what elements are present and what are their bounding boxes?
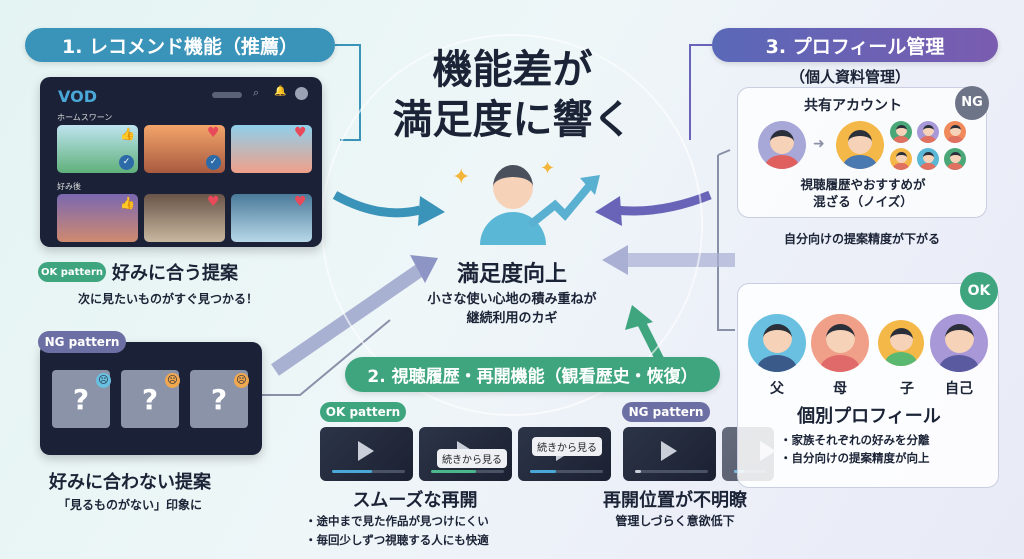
progress-fill [431, 470, 477, 473]
row-label-2: 好み後 [57, 182, 81, 191]
sad-face-icon: ☹ [165, 373, 180, 388]
heart-icon: ♥ [294, 194, 307, 210]
user-avatar [917, 148, 939, 170]
trend-up-arrow-icon [527, 175, 600, 229]
ng-title: 好みに合わない提案 [49, 472, 211, 493]
video-thumbnail[interactable] [144, 194, 225, 242]
user-avatar [890, 121, 912, 143]
family-member-avatar[interactable] [748, 314, 806, 372]
family-member-label: 自己 [945, 381, 973, 397]
avatar[interactable] [295, 87, 308, 100]
resume-tooltip[interactable]: 続きから見る [532, 437, 602, 456]
video-player-thumbnail[interactable]: 続きから見る [419, 427, 512, 481]
profile-bullet: ・家族それぞれの好みを分離 [780, 433, 930, 447]
section3-subtitle: （個人資料管理） [789, 68, 910, 86]
title-line-2: 満足度に響く [392, 97, 633, 143]
ng-mockup: ? ? ? ☹ ☹ ☹ [40, 342, 262, 455]
video-thumbnail[interactable] [57, 194, 138, 242]
resume-tooltip[interactable]: 続きから見る [437, 449, 507, 468]
ok-pattern-pill: OK pattern [320, 402, 406, 422]
center-sub-2: 継続利用のカギ [466, 311, 558, 326]
ok-title: 好みに合う提案 [112, 263, 238, 284]
check-icon: ✓ [119, 155, 134, 170]
ok-title: スムーズな再開 [352, 490, 478, 511]
ng-pattern-pill: NG pattern [622, 402, 710, 422]
check-icon: ✓ [206, 155, 221, 170]
video-player-thumbnail[interactable]: 続きから見る [518, 427, 611, 481]
individual-profile-card: 父 母 子 自己 個別プロフィール ・家族それぞれの好みを分離 ・自分向けの提案精度が… [737, 283, 999, 488]
profile-title: 個別プロフィール [797, 406, 941, 427]
shared-account-card: NG 共有アカウント ➜ 視聴履歴やおすすめが 混ざる（ノイズ） [737, 87, 987, 218]
arrow-right-icon: ➜ [813, 136, 825, 152]
ok-subtitle: 次に見たいものがすぐ見つかる！ [78, 292, 259, 306]
shared-account-desc: 視聴履歴やおすすめが [800, 177, 926, 192]
progress-bar[interactable] [332, 470, 405, 473]
ng-badge: NG [955, 86, 989, 120]
progress-fill [332, 470, 373, 473]
heart-icon: ♥ [294, 125, 307, 141]
ok-badge: OK [960, 272, 998, 310]
user-avatar [890, 148, 912, 170]
bell-icon[interactable]: 🔔 [274, 86, 287, 97]
video-player-thumbnail[interactable] [320, 427, 413, 481]
family-member-avatar[interactable] [878, 320, 924, 366]
progress-fill [635, 470, 641, 473]
user-avatar [917, 121, 939, 143]
family-member-label: 父 [770, 381, 784, 397]
video-player-thumbnail[interactable] [623, 427, 716, 481]
sparkle-icon: ✦ [452, 165, 471, 190]
family-member-label: 子 [900, 381, 914, 397]
thumbs-up-icon: 👍 [120, 127, 135, 141]
center-sub-1: 小さな使い心地の積み重ねが [427, 292, 597, 307]
section3-badge: 3. プロフィール管理 [712, 28, 998, 62]
ng-subtitle: 「見るものがない」印象に [57, 498, 202, 512]
thumbs-up-icon: 👍 [120, 196, 135, 210]
progress-bar[interactable] [530, 470, 603, 473]
section2-badge: 2. 視聴履歴・再開機能（観看歴史・恢復） [345, 357, 720, 392]
ng-title: 再開位置が不明瞭 [603, 490, 747, 511]
user-avatar [944, 148, 966, 170]
family-member-avatar[interactable] [930, 314, 988, 372]
play-icon[interactable] [661, 441, 677, 461]
ok-pattern-pill: OK pattern [38, 262, 106, 282]
row-label-1: ホームスワーン [57, 113, 113, 122]
search-icon[interactable]: ⌕ [253, 86, 260, 99]
title-line-1: 機能差が [432, 47, 593, 93]
ng-subtitle: 管理しづらく意欲低下 [615, 514, 735, 528]
family-member-label: 母 [833, 381, 847, 397]
sad-face-icon: ☹ [96, 373, 111, 388]
progress-bar[interactable] [431, 470, 504, 473]
angry-face-icon: ☹ [234, 373, 249, 388]
progress-fill [530, 470, 556, 473]
shared-account-desc: 混ざる（ノイズ） [813, 194, 913, 209]
ng-result: 自分向けの提案精度が下がる [783, 232, 940, 246]
section1-badge: 1. レコメンド機能（推薦） [25, 28, 335, 62]
ok-bullet: ・毎回少しずつ視聴する人にも快適 [305, 533, 489, 547]
profile-bullet: ・自分向けの提案精度が向上 [780, 451, 930, 465]
heart-icon: ♥ [207, 125, 220, 141]
center-heading: 満足度向上 [456, 262, 567, 287]
shared-account-title: 共有アカウント [804, 98, 902, 114]
vod-logo: VOD [58, 87, 97, 106]
video-thumbnail[interactable] [231, 125, 312, 173]
vod-mockup: VOD ⌕ 🔔 ホームスワーン 好み後 👍 ♥ ♥ 👍 ♥ ♥ ✓ ✓ [40, 77, 322, 247]
ng-pattern-pill: NG pattern [38, 331, 126, 353]
family-member-avatar[interactable] [811, 314, 869, 372]
video-thumbnail[interactable] [231, 194, 312, 242]
play-icon[interactable] [358, 441, 374, 461]
sparkle-icon: ✦ [540, 158, 556, 179]
heart-icon: ♥ [207, 194, 220, 210]
user-avatar [944, 121, 966, 143]
user-avatar [836, 121, 884, 169]
search-bar[interactable] [212, 92, 242, 98]
ok-bullet: ・途中まで見た作品が見つけにくい [305, 514, 489, 528]
user-avatar [758, 121, 806, 169]
progress-bar[interactable] [635, 470, 708, 473]
